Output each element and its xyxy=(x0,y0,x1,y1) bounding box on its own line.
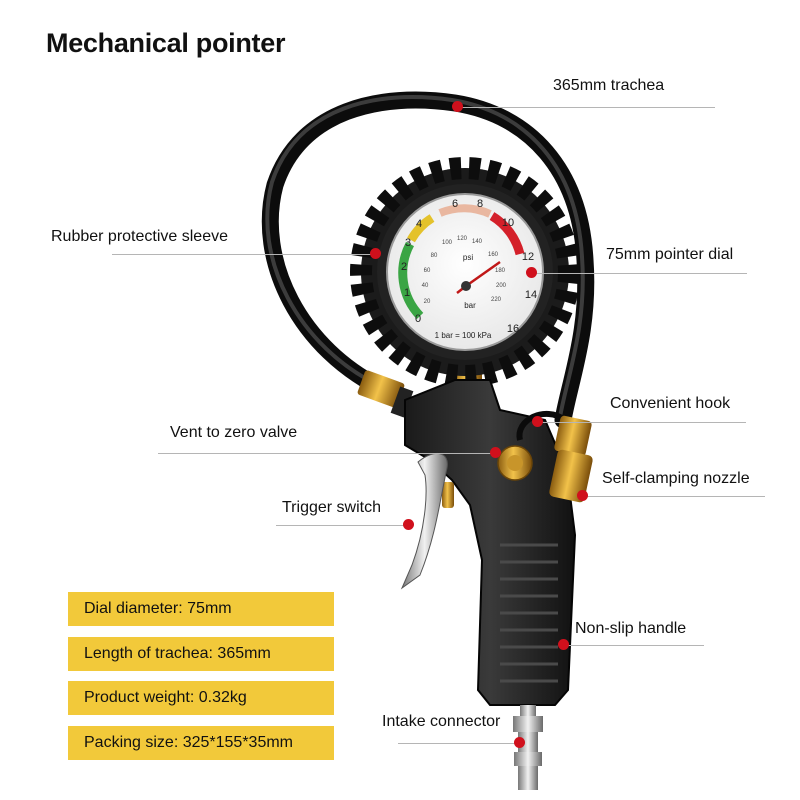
callout-dot xyxy=(514,737,525,748)
callout-line xyxy=(158,453,496,454)
small-brass-plug xyxy=(442,482,454,508)
bar-tick: 0 xyxy=(415,313,421,325)
label-trachea: 365mm trachea xyxy=(553,77,665,94)
needle-hub xyxy=(461,281,471,291)
callout-line xyxy=(583,496,765,497)
bar-tick: 3 xyxy=(405,237,411,249)
label-hook: Convenient hook xyxy=(610,395,731,412)
callout-line xyxy=(276,525,409,526)
vent-valve xyxy=(497,445,533,481)
callout-line xyxy=(538,422,746,423)
callout-line xyxy=(398,743,520,744)
gauge-green-zone xyxy=(398,241,424,320)
label-pointer-dial: 75mm pointer dial xyxy=(606,246,734,263)
self-clamping-nozzle xyxy=(549,415,593,503)
label-rubber-sleeve: Rubber protective sleeve xyxy=(51,228,228,245)
bar-tick: 1 xyxy=(404,287,410,299)
psi-tick: 140 xyxy=(472,239,483,245)
psi-tick: 180 xyxy=(495,268,506,274)
spec-dial-diameter: Dial diameter: 75mm xyxy=(68,592,334,626)
non-slip-grip xyxy=(500,543,558,683)
bar-tick: 8 xyxy=(477,198,483,210)
callout-line xyxy=(460,107,715,108)
bar-tick: 2 xyxy=(401,261,407,273)
callout-dot xyxy=(403,519,414,530)
psi-tick: 100 xyxy=(442,240,453,246)
callout-dot xyxy=(370,248,381,259)
psi-tick: 60 xyxy=(424,268,431,274)
label-vent-valve: Vent to zero valve xyxy=(170,424,298,441)
psi-tick: 20 xyxy=(424,299,431,305)
hose xyxy=(261,91,595,429)
gauge-footnote: 1 bar = 100 kPa xyxy=(435,331,492,340)
gauge-red-zone xyxy=(489,212,525,256)
callout-dot xyxy=(577,490,588,501)
callout-line xyxy=(112,254,380,255)
gauge-needle xyxy=(465,260,501,288)
label-handle: Non-slip handle xyxy=(575,620,687,637)
callout-dot xyxy=(532,416,543,427)
spec-weight: Product weight: 0.32kg xyxy=(68,681,334,715)
bar-tick: 10 xyxy=(502,217,514,229)
gauge-psi-band xyxy=(438,204,492,218)
label-trigger: Trigger switch xyxy=(282,499,381,516)
psi-tick: 220 xyxy=(491,297,502,303)
label-nozzle: Self-clamping nozzle xyxy=(602,470,750,487)
callout-dot xyxy=(490,447,501,458)
callout-dot xyxy=(558,639,569,650)
psi-unit: psi xyxy=(463,253,473,262)
intake-connector xyxy=(513,705,543,790)
gauge-yellow-zone xyxy=(407,214,435,243)
bar-tick: 14 xyxy=(525,289,537,301)
trigger xyxy=(400,453,448,590)
psi-tick: 80 xyxy=(431,253,438,259)
bar-unit: bar xyxy=(464,301,476,310)
bar-tick: 6 xyxy=(452,198,458,210)
bar-tick: 4 xyxy=(416,218,422,230)
callout-line xyxy=(532,273,747,274)
spec-packing-size: Packing size: 325*155*35mm xyxy=(68,726,334,760)
gauge-face xyxy=(386,193,544,351)
psi-tick: 120 xyxy=(457,236,468,242)
psi-tick: 200 xyxy=(496,283,507,289)
psi-tick: 160 xyxy=(488,252,499,258)
bar-tick: 16 xyxy=(507,323,519,335)
spec-trachea-length: Length of trachea: 365mm xyxy=(68,637,334,671)
psi-tick: 40 xyxy=(422,283,429,289)
callout-dot xyxy=(526,267,537,278)
bar-tick: 12 xyxy=(522,251,534,263)
callout-dot xyxy=(452,101,463,112)
hose-fitting-left xyxy=(357,370,414,418)
page-title: Mechanical pointer xyxy=(46,28,286,58)
callout-line xyxy=(564,645,704,646)
label-intake: Intake connector xyxy=(382,713,501,730)
